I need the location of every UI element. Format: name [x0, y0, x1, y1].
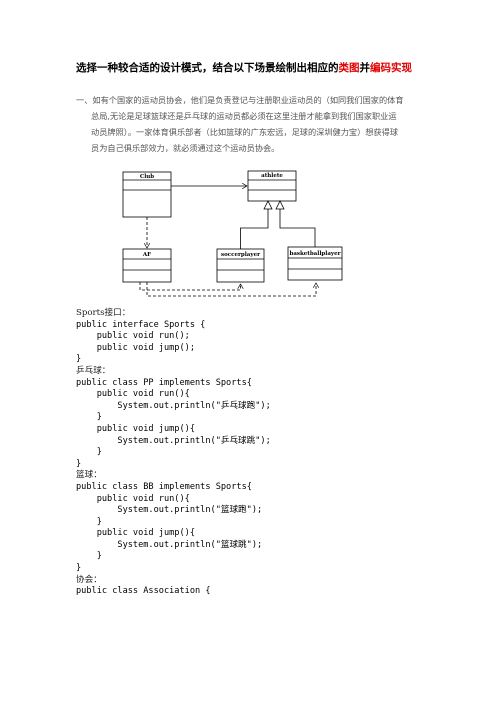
inheritance-triangle-left [263, 200, 273, 210]
code-section-label: 乒乓球： [76, 365, 111, 376]
code-line: System.out.println("乒乓球跳"); [76, 435, 271, 446]
class-af: AF [122, 248, 172, 283]
generalization-basket-athlete [279, 209, 316, 247]
code-line: public class PP implements Sports{ [76, 377, 252, 388]
code-line: System.out.println("篮球跳"); [76, 539, 263, 550]
code-line: public void run(); [76, 331, 190, 342]
code-line: } [76, 551, 102, 562]
code-line: public void jump(){ [76, 528, 195, 539]
code-line: System.out.println("乒乓球跑"); [76, 400, 271, 411]
code-section-label: 篮球： [76, 470, 102, 481]
code-line: public interface Sports { [76, 319, 206, 330]
code-line: public void jump(){ [76, 423, 195, 434]
code-line: public class BB implements Sports{ [76, 481, 252, 492]
code-line: } [76, 354, 82, 365]
inheritance-triangle-right [275, 200, 285, 210]
class-athlete-name: athlete [261, 173, 283, 179]
code-line: public void run(){ [76, 493, 190, 504]
class-club-name: Club [140, 174, 154, 180]
generalization-soccer-athlete [240, 209, 269, 249]
class-basketballplayer: basketballplayer [287, 246, 343, 281]
question-paragraph: 一、如有个国家的运动员协会，他们是负责登记与注册职业运动员的（如同我们国家的体育… [76, 92, 416, 156]
title-middle: 并 [359, 62, 371, 74]
question-line-1: 一、如有个国家的运动员协会，他们是负责登记与注册职业运动员的（如同我们国家的体育 [76, 95, 404, 105]
code-line: public void run(){ [76, 389, 190, 400]
code-line: System.out.println("篮球跑"); [76, 505, 263, 516]
code-line: } [76, 563, 82, 574]
dependency-af-soccer [139, 282, 241, 291]
code-section-label: 协会： [76, 574, 102, 585]
code-line: } [76, 458, 82, 469]
question-line-3: 动员牌照）。一家体育俱乐部者（比如篮球的广东宏远，足球的深圳健力宝）想获得球 [91, 127, 399, 137]
question-line-4: 员为自己俱乐部效力，就必须通过这个运动员协会。 [91, 143, 280, 153]
code-line: } [76, 447, 102, 458]
code-line: } [76, 516, 102, 527]
code-section-label: Sports接口： [76, 308, 131, 318]
title-highlight-class-diagram: 类图 [338, 62, 360, 74]
document-title: 选择一种较合适的设计模式，结合以下场景绘制出相应的类图并编码实现 [76, 60, 476, 75]
class-soccerplayer: soccerplayer [216, 248, 265, 283]
code-line: } [76, 412, 102, 423]
question-line-2: 总局,无论是足球篮球还是乒乓球的运动员都必须在这里注册才能拿到我们国家职业运 [91, 111, 397, 121]
class-soccerplayer-name: soccerplayer [221, 252, 260, 258]
title-highlight-code: 编码实现 [370, 62, 412, 74]
class-club: Club [122, 171, 172, 218]
class-diagram: Club athlete AF soccerplayer [122, 170, 343, 297]
code-line: public class Association { [76, 586, 211, 597]
class-basketballplayer-name: basketballplayer [289, 251, 340, 257]
class-af-name: AF [142, 252, 151, 258]
class-athlete: athlete [247, 170, 297, 202]
code-line: public void jump(); [76, 342, 195, 353]
code-listing: Sports接口：public interface Sports { publi… [76, 308, 456, 598]
title-prefix: 选择一种较合适的设计模式，结合以下场景绘制出相应的 [76, 62, 339, 74]
dependency-af-basket [146, 282, 316, 297]
